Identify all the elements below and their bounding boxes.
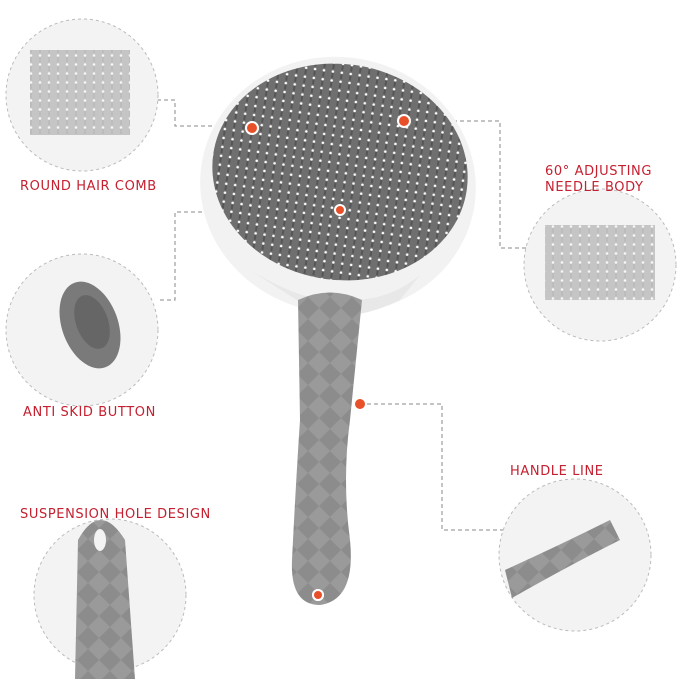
handle: [291, 292, 362, 605]
label-anti-skid: ANTI SKID BUTTON: [23, 405, 156, 420]
label-adjusting-line2: NEEDLE BODY: [545, 180, 644, 195]
detail-circle-button: [5, 253, 159, 407]
label-adjusting-line1: 60° ADJUSTING: [545, 164, 653, 179]
detail-circle-comb: [5, 18, 159, 172]
label-round-hair-comb: ROUND HAIR COMB: [20, 179, 157, 194]
detail-circle-needles: [523, 188, 677, 342]
connector-lines: [150, 99, 545, 531]
detail-circle-handle: [498, 478, 652, 632]
label-suspension-hole: SUSPENSION HOLE DESIGN: [20, 507, 211, 522]
label-handle-line: HANDLE LINE: [510, 464, 604, 479]
marker-dots: [245, 114, 411, 601]
detail-circle-hole: [33, 518, 187, 679]
